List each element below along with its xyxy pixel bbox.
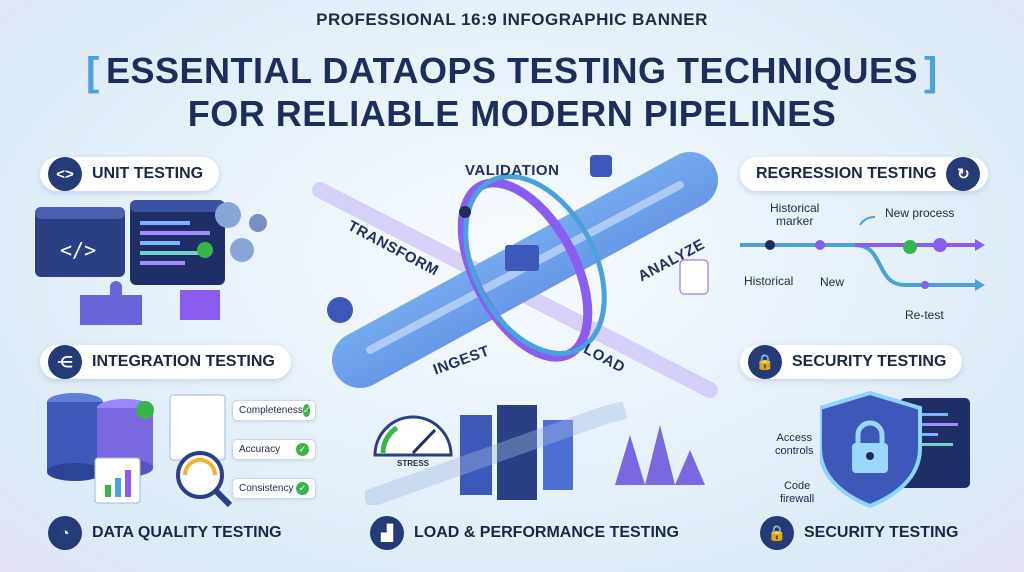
- security-testing-pill-bottom: 🔒 SECURITY TESTING: [752, 516, 974, 550]
- check-icon: ✓: [296, 482, 309, 495]
- quality-tag-list: Completeness✓ Accuracy✓ Consistency✓: [232, 400, 316, 499]
- historical-marker-label: Historical marker: [770, 201, 820, 228]
- security-testing-pill-top: 🔒 SECURITY TESTING: [740, 345, 963, 379]
- title-bracket-right: ]: [924, 50, 938, 94]
- security-illustration: [820, 390, 970, 509]
- network-nodes-icon: ⋲: [48, 345, 82, 379]
- regression-testing-pill: REGRESSION TESTING ↻: [740, 157, 989, 191]
- check-icon: ✓: [296, 443, 309, 456]
- title-bracket-left: [: [86, 50, 100, 94]
- unit-testing-label: UNIT TESTING: [92, 165, 204, 182]
- security-testing-label-top: SECURITY TESTING: [792, 353, 947, 370]
- unit-testing-pill: <> UNIT TESTING: [40, 157, 220, 191]
- gauge-label: STRESS: [397, 459, 430, 468]
- integration-testing-pill: ⋲ INTEGRATION TESTING: [40, 345, 291, 379]
- code-firewall-label: Code firewall: [780, 480, 815, 505]
- retest-label: Re-test: [905, 308, 944, 322]
- lock-icon: 🔒: [760, 516, 794, 550]
- regression-illustration: [740, 216, 985, 291]
- bar-chart-icon: ▟: [370, 516, 404, 550]
- data-quality-testing-pill: ◔ DATA QUALITY TESTING: [40, 516, 298, 550]
- data-quality-testing-label: DATA QUALITY TESTING: [92, 524, 282, 541]
- main-title-line2: FOR RELIABLE MODERN PIPELINES: [187, 93, 837, 134]
- security-testing-label-bottom: SECURITY TESTING: [804, 524, 959, 541]
- main-title-line1: ESSENTIAL DATAOPS TESTING TECHNIQUES: [105, 50, 919, 91]
- quality-tag: Accuracy✓: [232, 439, 316, 460]
- lock-icon: 🔒: [748, 345, 782, 379]
- access-controls-label: Access controls: [775, 432, 814, 457]
- new-label: New: [820, 275, 845, 289]
- load-performance-illustration: [365, 401, 705, 505]
- unit-testing-illustration: </>: [35, 200, 267, 325]
- quality-tag: Consistency✓: [232, 478, 316, 499]
- banner-subtitle: PROFESSIONAL 16:9 INFOGRAPHIC BANNER: [316, 10, 708, 29]
- historical-label: Historical: [744, 274, 794, 288]
- new-process-label: New process: [885, 206, 955, 220]
- regression-testing-label: REGRESSION TESTING: [756, 165, 937, 182]
- check-icon: ✓: [302, 404, 311, 417]
- clock-refresh-icon: ↻: [946, 157, 981, 191]
- pipeline-illustration: [312, 152, 718, 398]
- stage-validation: VALIDATION: [465, 162, 560, 179]
- data-quality-illustration: [47, 393, 233, 508]
- quality-tag: Completeness✓: [232, 400, 316, 421]
- gauge-search-icon: ◔: [48, 516, 82, 550]
- sparkle-icon: ✦: [998, 540, 1014, 560]
- svg-text:</>: </>: [60, 238, 96, 262]
- code-brackets-icon: <>: [48, 157, 82, 191]
- load-performance-testing-label: LOAD & PERFORMANCE TESTING: [414, 524, 679, 541]
- integration-testing-label: INTEGRATION TESTING: [92, 353, 275, 370]
- load-performance-testing-pill: ▟ LOAD & PERFORMANCE TESTING: [362, 516, 695, 550]
